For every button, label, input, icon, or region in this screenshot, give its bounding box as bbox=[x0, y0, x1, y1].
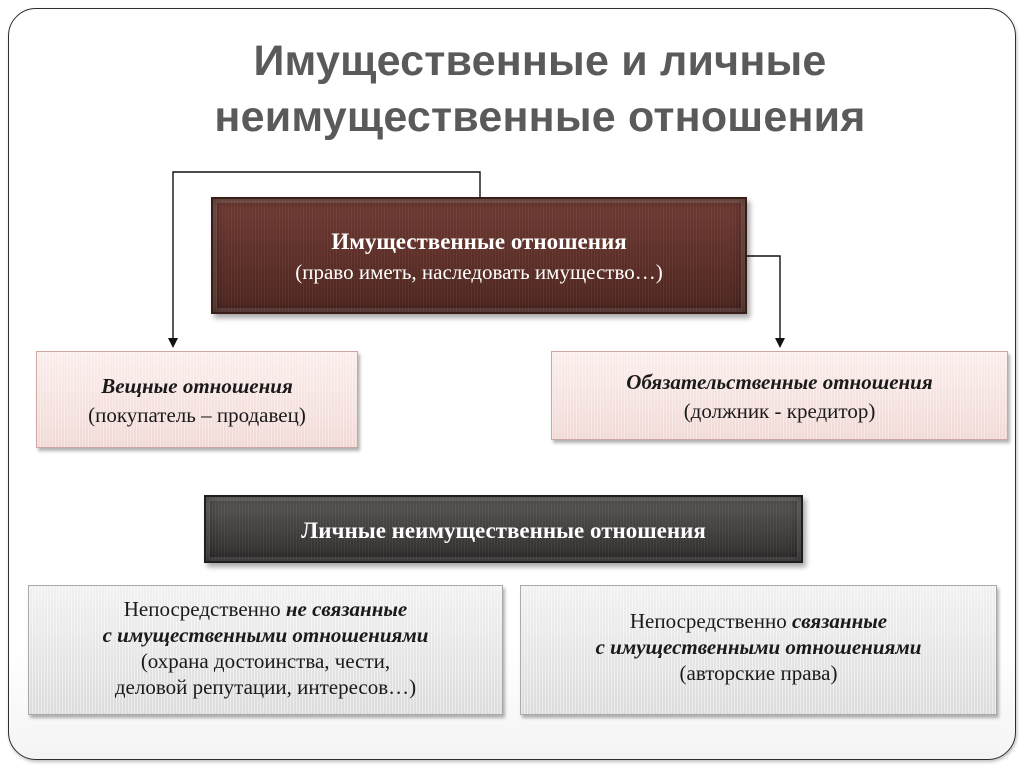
connector-to-real-relations bbox=[168, 171, 481, 348]
personal-non-property-box: Личные неимущественные отношения bbox=[204, 495, 803, 563]
slide-title: Имущественные и личные неимущественные о… bbox=[0, 33, 1024, 145]
not-related-emphasis: не связанные bbox=[285, 597, 408, 621]
not-related-prefix: Непосредственно bbox=[123, 597, 286, 621]
property-relations-heading: Имущественные отношения bbox=[331, 229, 627, 254]
not-related-box: Непосредственно не связанные с имуществе… bbox=[28, 585, 503, 715]
personal-non-property-heading: Личные неимущественные отношения bbox=[301, 518, 706, 543]
related-emphasis: связанные bbox=[791, 609, 888, 633]
obligation-relations-heading: Обязательственные отношения bbox=[626, 370, 933, 394]
related-example: (авторские права) bbox=[679, 661, 838, 685]
not-related-line-2: с имущественными отношениями bbox=[102, 623, 429, 647]
real-relations-box: Вещные отношения (покупатель – продавец) bbox=[36, 351, 358, 448]
property-relations-box: Имущественные отношения (право иметь, на… bbox=[211, 197, 747, 314]
not-related-line-1: Непосредственно не связанные bbox=[29, 596, 502, 622]
real-relations-example: (покупатель – продавец) bbox=[88, 403, 306, 427]
related-line-1: Непосредственно связанные bbox=[521, 608, 996, 634]
related-line-2: с имущественными отношениями bbox=[595, 635, 922, 659]
title-line-1: Имущественные и личные bbox=[253, 37, 827, 85]
property-relations-example: (право иметь, наследовать имущество…) bbox=[295, 260, 663, 284]
connector-to-obligation-relations bbox=[747, 255, 785, 348]
related-prefix: Непосредственно bbox=[629, 609, 792, 633]
related-box: Непосредственно связанные с имущественны… bbox=[520, 585, 997, 715]
title-line-2: неимущественные отношения bbox=[214, 93, 866, 141]
obligation-relations-box: Обязательственные отношения (должник - к… bbox=[551, 351, 1008, 440]
not-related-example-2: деловой репутации, интересов…) bbox=[114, 675, 417, 699]
not-related-example-1: (охрана достоинства, чести, bbox=[140, 649, 391, 673]
real-relations-heading: Вещные отношения bbox=[101, 374, 293, 398]
obligation-relations-example: (должник - кредитор) bbox=[683, 399, 876, 423]
